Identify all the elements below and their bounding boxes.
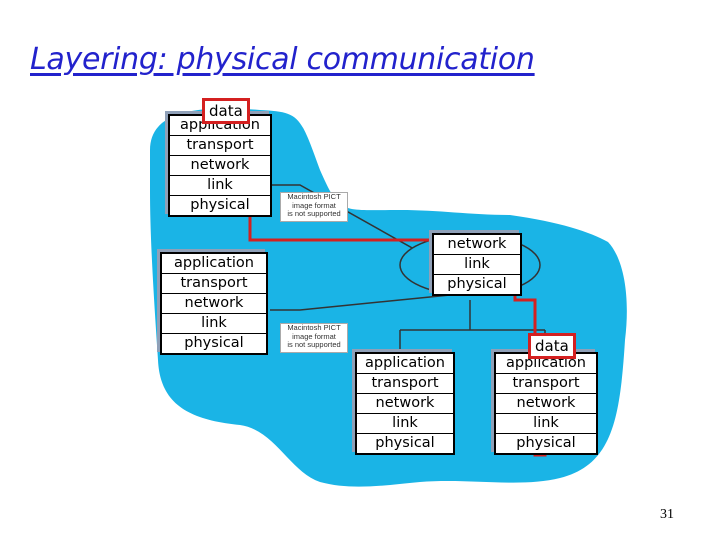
stack-host-top-left: application transport network link physi…: [168, 114, 272, 217]
pict-placeholder-bottom: Macintosh PICT image format is not suppo…: [280, 323, 348, 353]
layer-application: application: [357, 354, 453, 374]
pict-line-2: image format: [292, 200, 336, 210]
stack-host-mid-left: application transport network link physi…: [160, 252, 268, 355]
layer-link: link: [496, 414, 596, 434]
layer-link: link: [162, 314, 266, 334]
layer-application: application: [496, 354, 596, 374]
data-label-destination: data: [528, 333, 576, 359]
layer-network: network: [496, 394, 596, 414]
layer-link: link: [357, 414, 453, 434]
layer-physical: physical: [447, 276, 507, 292]
layer-link: link: [170, 176, 270, 196]
layer-network: network: [357, 394, 453, 414]
page-number: 31: [660, 507, 674, 522]
layer-transport: transport: [162, 274, 266, 294]
pict-line-3: is not supported: [287, 340, 341, 349]
stack-host-bottom-mid: application transport network link physi…: [355, 352, 455, 455]
pict-line-1: Macintosh PICT: [287, 192, 341, 201]
slide-title: Layering: physical communication: [30, 42, 535, 77]
pict-placeholder-top: Macintosh PICT image format is not suppo…: [280, 192, 348, 222]
layer-physical: physical: [516, 435, 576, 451]
layer-transport: transport: [170, 136, 270, 156]
layer-physical: physical: [190, 197, 250, 213]
layer-physical: physical: [184, 335, 244, 351]
stack-host-bottom-right: application transport network link physi…: [494, 352, 598, 455]
pict-line-3: is not supported: [287, 209, 341, 218]
stack-router: network link physical: [432, 233, 522, 296]
layer-transport: transport: [496, 374, 596, 394]
layer-transport: transport: [357, 374, 453, 394]
cable-mid-left: [270, 294, 451, 311]
layer-network: network: [434, 235, 520, 255]
cable-top-left: [270, 184, 456, 273]
layer-application: application: [162, 254, 266, 274]
layer-network: network: [170, 156, 270, 176]
pict-line-2: image format: [292, 331, 336, 341]
layer-network: network: [162, 294, 266, 314]
layer-physical: physical: [375, 435, 435, 451]
data-label-source: data: [202, 98, 250, 124]
layer-link: link: [434, 255, 520, 275]
pict-line-1: Macintosh PICT: [287, 323, 341, 332]
